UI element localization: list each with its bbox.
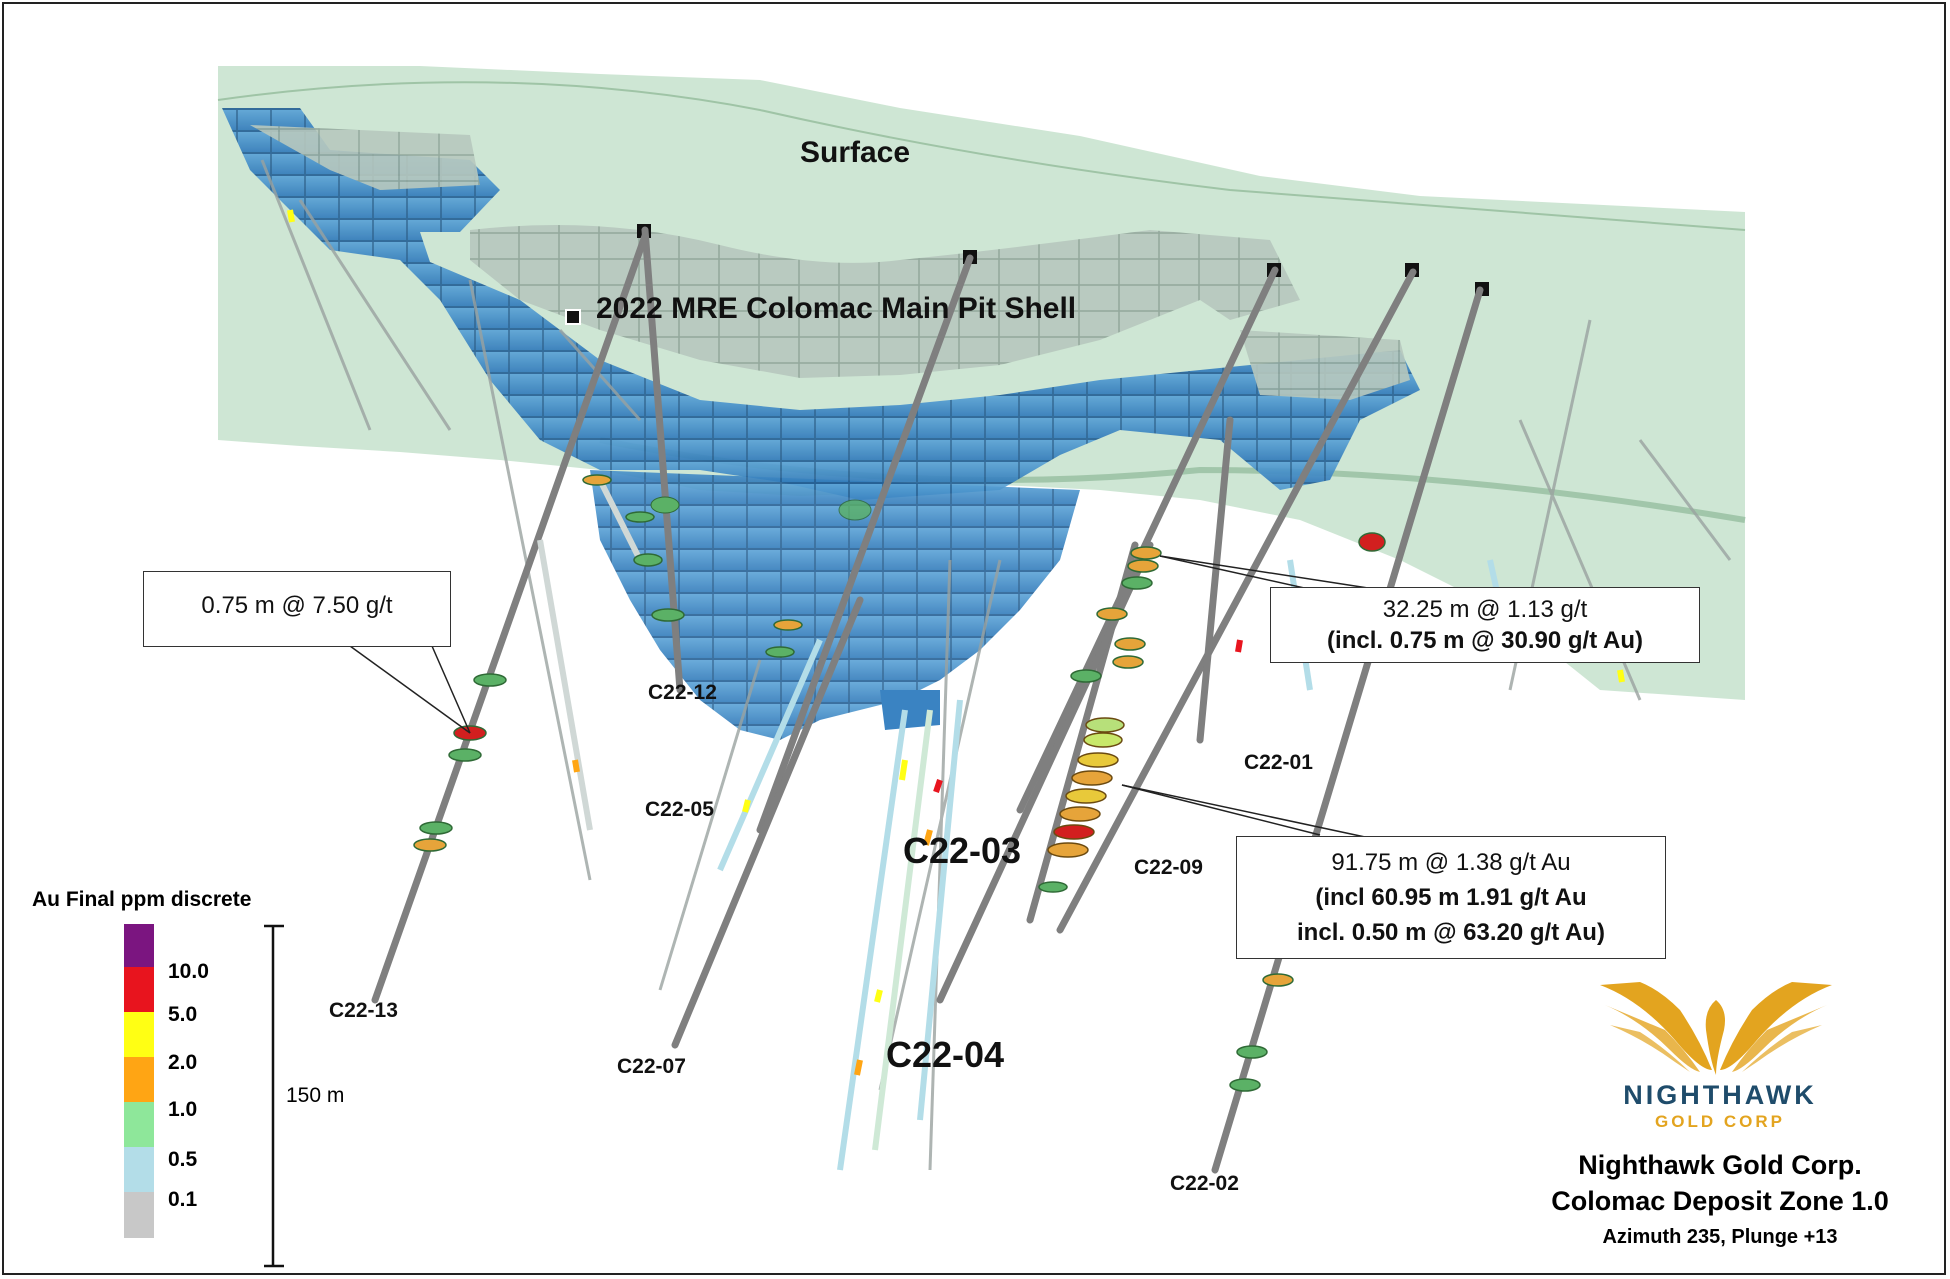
drill-hole-label: C22-12 bbox=[648, 681, 717, 704]
scale-bar-label: 150 m bbox=[286, 1084, 345, 1107]
pit-shell-upper bbox=[222, 108, 1420, 500]
legend-swatches bbox=[124, 924, 154, 1238]
drill-hole-label: C22-13 bbox=[329, 999, 398, 1022]
legend-bin-label: 1.0 bbox=[168, 1098, 198, 1121]
legend-bin-label: 0.1 bbox=[168, 1188, 198, 1211]
drill-hole-label: C22-07 bbox=[617, 1055, 686, 1078]
legend-bin-label: 0.5 bbox=[168, 1148, 198, 1171]
callout-line: (incl. 0.75 m @ 30.90 g/t Au) bbox=[1327, 627, 1643, 654]
intercept-callout-c22-03: 91.75 m @ 1.38 g/t Au (incl 60.95 m 1.91… bbox=[1236, 836, 1666, 959]
logo-wing-graphic bbox=[1600, 982, 1832, 1075]
legend-bin-label: 10.0 bbox=[168, 960, 209, 983]
drill-hole-label: C22-02 bbox=[1170, 1172, 1239, 1195]
drill-hole-label: C22-09 bbox=[1134, 856, 1203, 879]
drill-hole-label: C22-04 bbox=[886, 1034, 1005, 1075]
callout-line: (incl 60.95 m 1.91 g/t Au bbox=[1315, 884, 1587, 911]
drill-hole-label: C22-01 bbox=[1244, 751, 1313, 774]
legend-title: Au Final ppm discrete bbox=[32, 888, 252, 911]
deposit-name: Colomac Deposit Zone 1.0 bbox=[1551, 1186, 1889, 1216]
pit-shell-lower bbox=[590, 470, 1080, 740]
legend-bin-label: 5.0 bbox=[168, 1003, 198, 1026]
scale-bar bbox=[264, 924, 284, 1268]
logo-wordmark: NIGHTHAWK bbox=[1623, 1080, 1817, 1110]
logo-subtitle: GOLD CORP bbox=[1655, 1112, 1785, 1131]
company-name: Nighthawk Gold Corp. bbox=[1578, 1150, 1862, 1180]
intercept-callout-c22-01: 32.25 m @ 1.13 g/t (incl. 0.75 m @ 30.90… bbox=[1270, 587, 1700, 663]
view-orientation-caption: Azimuth 235, Plunge +13 bbox=[1602, 1226, 1838, 1248]
pit-floor bbox=[470, 225, 1300, 378]
intercept-callout-c22-13: 0.75 m @ 7.50 g/t bbox=[143, 571, 451, 647]
legend-bin-label: 2.0 bbox=[168, 1051, 198, 1074]
callout-line: 91.75 m @ 1.38 g/t Au bbox=[1331, 849, 1571, 876]
drill-hole-label: C22-03 bbox=[903, 830, 1022, 871]
callout-line: 32.25 m @ 1.13 g/t bbox=[1382, 596, 1588, 623]
company-caption: Nighthawk Gold Corp. Colomac Deposit Zon… bbox=[1520, 1147, 1920, 1219]
pit-shell-label: 2022 MRE Colomac Main Pit Shell bbox=[596, 292, 1077, 325]
callout-line: 0.75 m @ 7.50 g/t bbox=[201, 592, 393, 619]
surface-label: Surface bbox=[800, 136, 911, 169]
drill-hole-label: C22-05 bbox=[645, 798, 714, 821]
callout-line: incl. 0.50 m @ 63.20 g/t Au) bbox=[1297, 919, 1605, 946]
